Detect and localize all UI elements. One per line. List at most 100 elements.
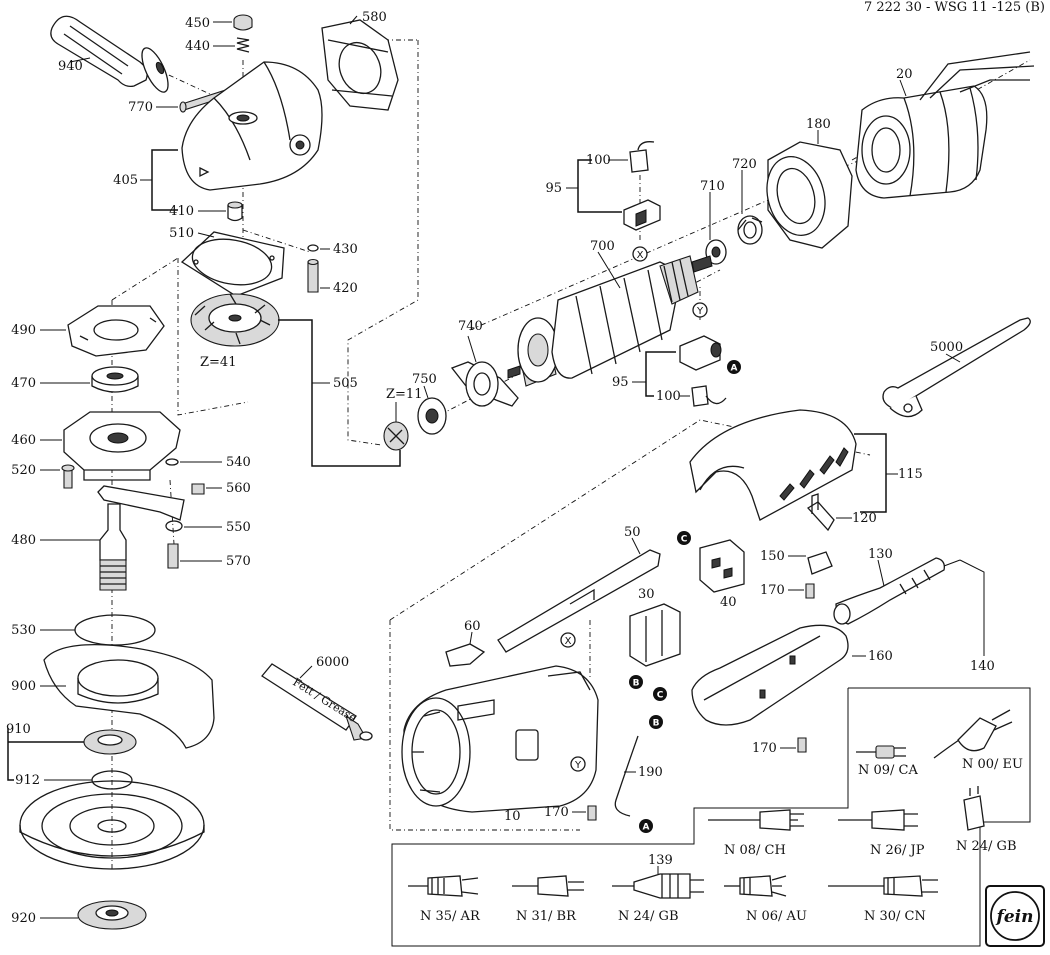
part-430-washer: 430 [307,242,358,257]
label-570: 570 [226,554,251,569]
part-550-clip: 550 [165,520,251,535]
part-170-screw-b: 170 [752,737,807,756]
part-560-grub: 560 [191,481,251,496]
marker-a-upper: A [727,360,741,374]
part-20-stator: 20 [855,51,1035,199]
marker-x-upper-label: X [637,250,644,261]
part-170-screw-a: 170 [760,583,815,599]
part-490-plate: 490 [11,305,165,357]
label-560: 560 [226,481,251,496]
marker-x-upper: X [632,246,648,262]
label-180: 180 [806,117,831,132]
plug-variants-box [391,687,1031,947]
label-50: 50 [624,525,641,540]
label-150: 150 [760,549,785,564]
part-570-pin: 570 [167,543,251,569]
fein-logo: fein [985,885,1045,947]
part-770-screw: 770 [128,87,235,115]
plug-n35-label: N 35/ AR [420,909,481,924]
part-95-brush-holder-upper: 95 [545,159,661,231]
part-160-handle-shell: 160 [691,624,893,726]
marker-a-lower-label: A [643,823,650,833]
label-139: 139 [648,853,673,868]
part-100-brush-lower: 100 [656,385,727,407]
leader-140: 140 [959,559,995,674]
plug-n09-ca: N 09/ CA [856,745,919,778]
plug-n26-label: N 26/ JP [870,843,925,858]
document-id: 7 222 30 - WSG 11 -125 (B) [864,0,1045,15]
label-410: 410 [169,204,194,219]
part-5000-spanner: 5000 [882,317,1031,418]
part-520-screw: 520 [11,463,75,489]
part-40-switch: 40 [699,539,745,610]
label-115: 115 [898,467,923,482]
part-130-cable-sleeve: 130 [833,547,961,625]
plug-n26-jp: N 26/ JP [838,809,925,858]
part-190-wire: B 190 A [614,715,663,833]
label-170c: 170 [544,805,569,820]
label-130: 130 [868,547,893,562]
plug-n00-label: N 00/ EU [962,757,1023,772]
label-900: 900 [11,679,36,694]
label-190: 190 [638,765,663,780]
part-470-bearing: 470 [11,366,139,393]
label-100a: 100 [586,153,611,168]
label-40: 40 [720,595,737,610]
marker-y-lower-label: Y [574,760,582,771]
part-510-gasket: 510 [169,226,285,297]
part-912-ring: 912 [15,770,133,790]
marker-c-upper-label: C [681,535,688,545]
part-740-baffle: 740 [450,319,519,407]
label-700: 700 [590,239,615,254]
label-5000: 5000 [930,340,963,355]
label-440: 440 [185,39,210,54]
part-30-switch: 30 [629,587,681,667]
label-550: 550 [226,520,251,535]
label-170b: 170 [752,741,777,756]
plug-n31-br: N 31/ BR [512,875,584,924]
label-420: 420 [333,281,358,296]
label-120: 120 [852,511,877,526]
plug-n24b-label: N 24/ GB [618,909,679,924]
label-480: 480 [11,533,36,548]
plug-n09-label: N 09/ CA [858,763,919,778]
part-440-spring: 440 [185,37,250,54]
logo-text: fein [996,907,1034,927]
marker-x-lower-label: X [565,636,572,647]
plug-n08-ch: N 08/ CH [708,809,804,858]
part-900-guard: 900 [11,643,215,749]
plug-n24-gb-upper: N 24/ GB [956,786,1017,854]
part-95-brush-holder-lower: 95 [612,335,722,397]
part-115-cover: 115 [689,409,923,521]
part-pinion-z11: Z=11 [383,387,422,451]
marker-x-lower: X [560,632,576,648]
label-505: 505 [333,376,358,391]
label-740: 740 [458,319,483,334]
part-460-flange: 460 [11,411,181,481]
plug-n06-au: N 06/ AU [724,875,807,924]
marker-b-mid: B [629,675,643,689]
part-100-brush-upper: 100 [586,141,655,173]
marker-c-upper: C [677,531,691,545]
part-60-slider: 60 [445,619,486,667]
plug-n00-eu: N 00/ EU [933,709,1023,772]
part-170-screw-c: 170 [544,805,597,821]
marker-y-upper: Y [692,302,708,318]
part-750-bearing: 750 [412,372,447,435]
plug-n06-label: N 06/ AU [746,909,807,924]
marker-a-upper-label: A [731,364,738,374]
part-50-switch-rod: 50 [497,525,661,653]
part-10-motor-housing: 10 [401,665,599,824]
label-60: 60 [464,619,481,634]
label-710: 710 [700,179,725,194]
part-920-nut: 920 [11,900,147,930]
label-510: 510 [169,226,194,241]
label-95b: 95 [612,375,629,390]
marker-c-mid-label: C [657,691,664,701]
label-z11: Z=11 [386,387,422,402]
part-580-cover: 580 [321,10,399,111]
plug-n30-label: N 30/ CN [864,909,926,924]
part-720-bearing-sleeve: 720 [732,157,763,245]
part-480-spindle: 480 [11,503,127,591]
